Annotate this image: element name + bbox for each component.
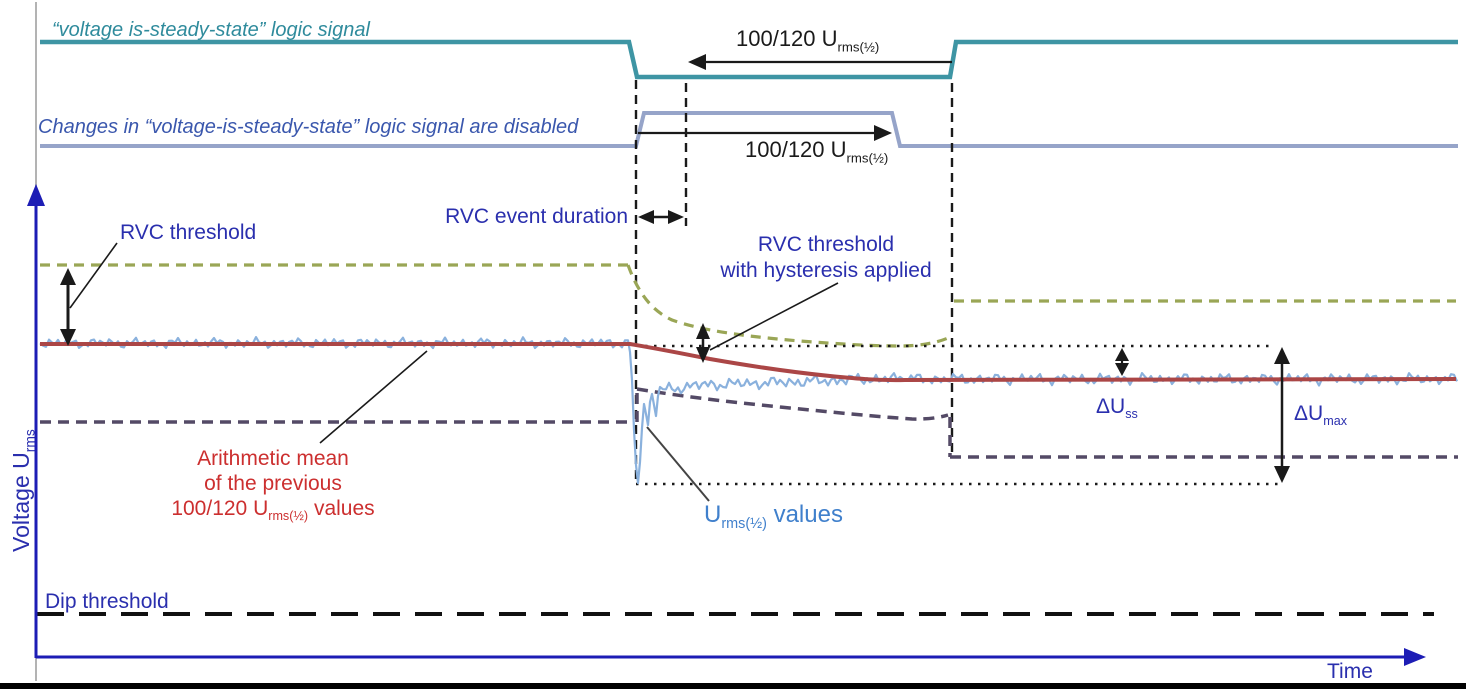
- lower-threshold-line: [40, 387, 1458, 459]
- arithmetic-mean-label: Arithmetic mean of the previous 100/120 …: [171, 447, 375, 524]
- hysteresis-arrow: [696, 323, 710, 363]
- rvc-threshold-label: RVC threshold: [120, 221, 257, 244]
- event-duration-label: RVC event duration: [445, 205, 628, 228]
- y-axis: [27, 184, 45, 658]
- steady-state-signal-line: [40, 39, 1458, 80]
- dip-threshold-label: Dip threshold: [45, 590, 169, 613]
- delta-umax-arrow: [1274, 347, 1290, 483]
- delta-uss-label: ΔUss: [1096, 395, 1138, 422]
- rvc-threshold-arrow: [60, 268, 76, 346]
- interval-bottom-arrow: [638, 125, 892, 141]
- steady-state-signal-label: “voltage is-steady-state” logic signal: [52, 19, 370, 41]
- interval-top-label: 100/120 Urms(½): [736, 26, 880, 55]
- delta-umax-label: ΔUmax: [1294, 402, 1347, 429]
- time-axis-label: Time: [1327, 660, 1373, 683]
- voltage-axis-label: Voltage Urms: [8, 429, 38, 552]
- bottom-border-bar: [0, 683, 1466, 689]
- x-axis: [36, 648, 1426, 666]
- hysteresis-label: RVC threshold with hysteresis applied: [720, 233, 932, 282]
- changes-disabled-label: Changes in “voltage-is-steady-state” log…: [38, 116, 579, 138]
- hysteresis-callout: [709, 282, 839, 351]
- delta-uss-arrow: [1115, 348, 1129, 376]
- arithmetic-mean-callout: [319, 350, 428, 444]
- rvc-threshold-callout: [69, 242, 118, 309]
- interval-top-arrow: [688, 54, 952, 70]
- interval-bottom-label: 100/120 Urms(½): [745, 137, 889, 166]
- urms-values-callout: [646, 426, 710, 502]
- changes-disabled-signal-line: [40, 111, 1458, 148]
- event-duration-arrow: [638, 210, 684, 224]
- urms-values-label: Urms(½) values: [704, 501, 843, 532]
- arithmetic-mean-line: [40, 342, 1457, 383]
